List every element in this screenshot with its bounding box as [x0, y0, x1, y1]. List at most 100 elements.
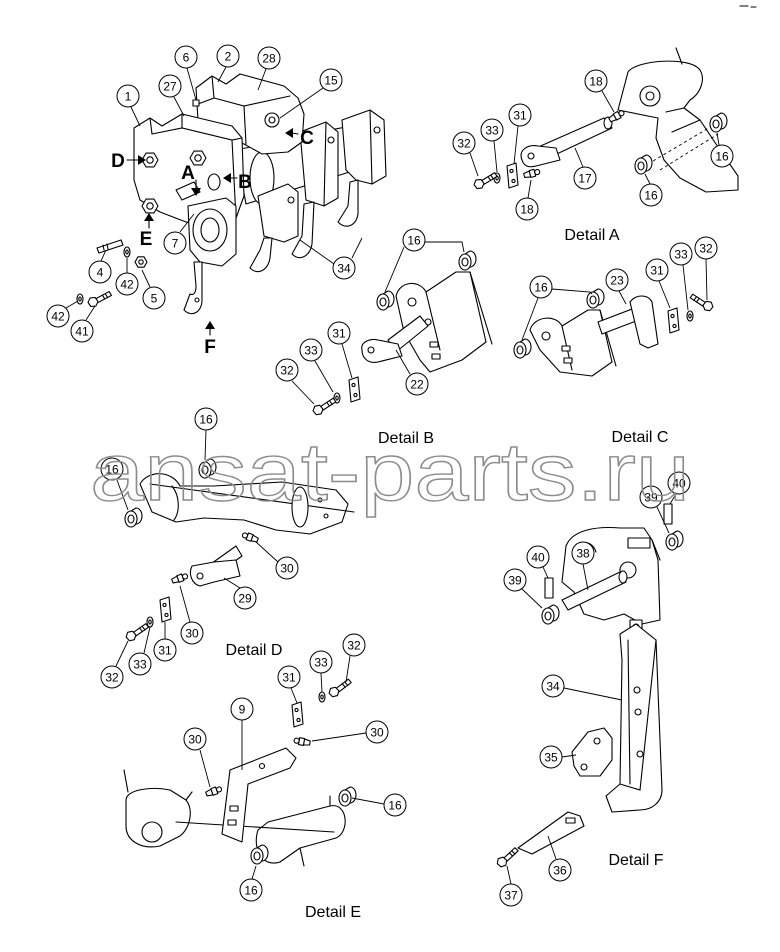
detail-b-label: Detail B — [378, 430, 434, 447]
callout-main-7: 7 — [163, 231, 187, 255]
callout-detail-f-34: 34 — [541, 674, 565, 698]
callout-number: 6 — [183, 51, 190, 65]
marker-b: B — [238, 172, 252, 193]
callout-circle — [128, 652, 152, 676]
tine-front — [183, 197, 237, 315]
callout-number: 30 — [188, 733, 202, 747]
callout-number: 9 — [239, 703, 246, 717]
detail-e-drawing — [123, 678, 357, 867]
callout-circle — [365, 720, 389, 744]
callout-main-42: 42 — [115, 272, 139, 296]
callout-circle — [275, 358, 299, 382]
callout-circle — [526, 545, 550, 569]
callout-circle — [605, 268, 629, 292]
callout-detail-b-22: 22 — [405, 372, 429, 396]
marker-d: D — [111, 151, 125, 172]
detail-e-label: Detail E — [305, 904, 361, 921]
callout-circle — [571, 541, 595, 565]
arrow-c — [285, 128, 293, 138]
callout-circle — [639, 485, 663, 509]
callout-number: 27 — [163, 80, 177, 94]
callout-detail-e-30: 30 — [183, 727, 207, 751]
detail-d-drawing — [123, 458, 355, 642]
callout-circle — [548, 858, 572, 882]
callout-number: 4 — [97, 266, 104, 280]
callout-main-5: 5 — [142, 286, 166, 310]
loose-fasteners — [76, 239, 148, 308]
callout-number: 33 — [674, 248, 688, 262]
callout-number: 1 — [125, 90, 132, 104]
lever-29 — [189, 559, 241, 587]
callout-number: 2 — [225, 50, 232, 64]
callout-detail-c-16: 16 — [529, 275, 553, 299]
callout-circle — [452, 131, 476, 155]
callout-number: 39 — [644, 491, 658, 505]
callout-circle — [342, 633, 366, 657]
callout-number: 16 — [644, 189, 658, 203]
callout-detail-d-30: 30 — [180, 621, 204, 645]
lever-9 — [221, 747, 297, 843]
callout-detail-a-17: 17 — [573, 166, 597, 190]
callout-number: 16 — [388, 799, 402, 813]
tine-34 — [605, 619, 663, 813]
arrow-b — [223, 173, 231, 183]
main-assembly-drawing — [76, 73, 387, 315]
callout-main-4: 4 — [88, 260, 112, 284]
callout-number: 40 — [672, 477, 686, 491]
callout-circle — [480, 118, 504, 142]
marker-f: F — [204, 337, 216, 358]
callout-number: 31 — [158, 644, 172, 658]
callout-number: 32 — [347, 639, 361, 653]
callout-detail-a-18: 18 — [515, 197, 539, 221]
callout-number: 23 — [610, 274, 624, 288]
callout-number: 37 — [504, 889, 518, 903]
callout-detail-d-33: 33 — [128, 652, 152, 676]
arrow-f — [205, 321, 215, 329]
callout-detail-d-32: 32 — [100, 665, 124, 689]
corner-mark — [739, 5, 757, 8]
callout-number: 32 — [457, 137, 471, 151]
callout-detail-b-33: 33 — [299, 338, 323, 362]
detail-c-drawing — [513, 288, 716, 377]
callout-detail-c-31: 31 — [645, 258, 669, 282]
callout-detail-d-31: 31 — [153, 638, 177, 662]
washer-42-lower — [76, 293, 84, 305]
callout-number: 5 — [151, 292, 158, 306]
detail-f-label: Detail F — [608, 852, 663, 869]
callout-circle — [275, 556, 299, 580]
callout-circle — [405, 372, 429, 396]
callout-detail-c-23: 23 — [605, 268, 629, 292]
callout-circle — [508, 103, 532, 127]
callout-circle — [194, 407, 218, 431]
callout-detail-d-16: 16 — [100, 457, 124, 481]
callout-circle — [100, 457, 124, 481]
callout-detail-a-18: 18 — [584, 69, 608, 93]
callout-detail-f-37: 37 — [499, 883, 523, 907]
callout-detail-c-33: 33 — [669, 242, 693, 266]
bolt-head-e — [141, 198, 159, 214]
callout-detail-f-35: 35 — [539, 745, 563, 769]
callout-main-28: 28 — [257, 46, 281, 70]
callout-circle — [402, 228, 426, 252]
callout-number: 18 — [520, 203, 534, 217]
callout-detail-e-16: 16 — [239, 878, 263, 902]
callout-detail-f-39: 39 — [503, 568, 527, 592]
callout-circle — [153, 638, 177, 662]
callout-number: 16 — [105, 463, 119, 477]
callout-circle — [163, 231, 187, 255]
callout-detail-e-32: 32 — [342, 633, 366, 657]
callout-number: 17 — [578, 172, 592, 186]
shaft-38 — [561, 571, 627, 611]
callout-circle — [541, 674, 565, 698]
callout-circle — [216, 44, 240, 68]
callout-circle — [639, 183, 663, 207]
callout-circle — [174, 45, 198, 69]
bolt-40-right — [663, 503, 673, 525]
callout-circle — [309, 650, 333, 674]
callout-circle — [88, 260, 112, 284]
callout-circle — [694, 236, 718, 260]
callout-number: 30 — [185, 627, 199, 641]
callout-number: 33 — [133, 658, 147, 672]
callout-number: 7 — [172, 237, 179, 251]
